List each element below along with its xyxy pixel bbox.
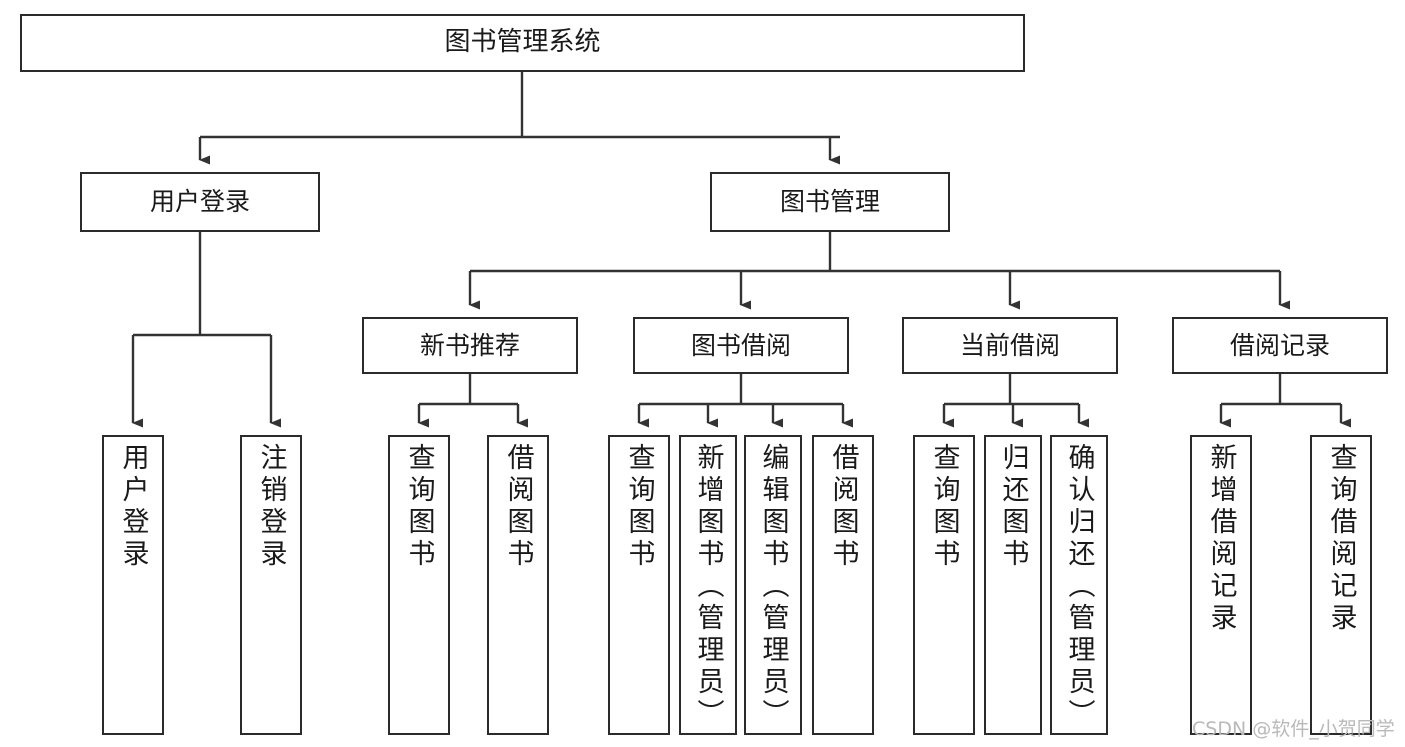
node-root-system[interactable]: 图书管理系统 <box>20 14 1025 72</box>
leaf-add-borrow-record-label: 新增借阅记录 <box>1205 443 1237 635</box>
leaf-user-login[interactable]: 用户登录 <box>102 435 164 735</box>
node-new-book-recommend[interactable]: 新书推荐 <box>362 317 578 374</box>
node-new-book-recommend-label: 新书推荐 <box>419 330 520 360</box>
leaf-edit-book-admin[interactable]: 编辑图书（管理员） <box>744 435 802 735</box>
node-user-login[interactable]: 用户登录 <box>80 172 320 232</box>
leaf-user-login-label: 用户登录 <box>117 443 149 571</box>
leaf-borrow-book[interactable]: 借阅图书 <box>812 435 874 735</box>
leaf-user-logout-label: 注销登录 <box>255 443 287 571</box>
csdn-watermark: CSDN @软件_小贺同学 <box>1192 718 1395 740</box>
node-book-manage-label: 图书管理 <box>779 187 880 216</box>
leaf-query-book-new[interactable]: 查询图书 <box>388 435 450 735</box>
leaf-add-book-admin[interactable]: 新增图书（管理员） <box>679 435 737 735</box>
leaf-confirm-return-admin[interactable]: 确认归还（管理员） <box>1050 435 1108 735</box>
leaf-borrow-book-new-label: 借阅图书 <box>502 443 534 571</box>
leaf-query-book-borrow[interactable]: 查询图书 <box>608 435 670 735</box>
leaf-query-book-borrow-label: 查询图书 <box>623 443 655 571</box>
node-book-borrow-label: 图书借阅 <box>690 330 791 360</box>
leaf-query-borrow-record[interactable]: 查询借阅记录 <box>1310 435 1372 735</box>
node-root-label: 图书管理系统 <box>444 27 601 58</box>
leaf-return-book[interactable]: 归还图书 <box>984 435 1042 735</box>
leaf-query-book-new-label: 查询图书 <box>403 443 435 571</box>
node-book-borrow[interactable]: 图书借阅 <box>633 317 849 374</box>
leaf-query-borrow-record-label: 查询借阅记录 <box>1325 443 1357 635</box>
leaf-borrow-book-new[interactable]: 借阅图书 <box>487 435 549 735</box>
leaf-query-book-current[interactable]: 查询图书 <box>913 435 975 735</box>
node-current-borrow-label: 当前借阅 <box>959 330 1060 360</box>
leaf-edit-book-admin-label: 编辑图书（管理员） <box>757 443 789 731</box>
node-borrow-record-label: 借阅记录 <box>1229 330 1330 360</box>
leaf-confirm-return-admin-label: 确认归还（管理员） <box>1063 443 1095 731</box>
leaf-query-book-current-label: 查询图书 <box>928 443 960 571</box>
node-current-borrow[interactable]: 当前借阅 <box>902 317 1118 374</box>
node-user-login-label: 用户登录 <box>149 187 250 216</box>
leaf-borrow-book-label: 借阅图书 <box>827 443 859 571</box>
leaf-add-borrow-record[interactable]: 新增借阅记录 <box>1190 435 1252 735</box>
leaf-user-logout[interactable]: 注销登录 <box>240 435 302 735</box>
node-book-manage[interactable]: 图书管理 <box>710 172 950 232</box>
leaf-return-book-label: 归还图书 <box>997 443 1029 571</box>
leaf-add-book-admin-label: 新增图书（管理员） <box>692 443 724 731</box>
node-borrow-record[interactable]: 借阅记录 <box>1172 317 1388 374</box>
